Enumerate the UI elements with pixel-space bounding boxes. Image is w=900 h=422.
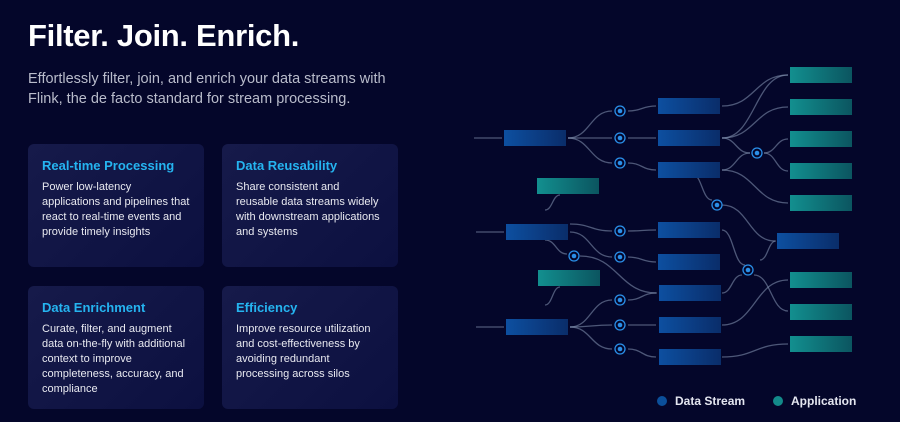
stream-link	[544, 239, 568, 255]
stream-link	[721, 74, 789, 107]
card-title: Real-time Processing	[42, 158, 175, 173]
stream-link	[569, 223, 613, 232]
stream-link	[567, 137, 613, 164]
stream-link	[627, 292, 657, 301]
operator-icon	[751, 147, 763, 159]
application-node	[790, 336, 852, 352]
stream-link	[569, 231, 613, 258]
legend-label: Application	[791, 394, 857, 408]
legend-application: Application	[773, 394, 856, 408]
data-stream-node	[504, 130, 566, 146]
stream-link	[721, 279, 789, 326]
stream-link	[721, 169, 789, 204]
stream-link	[753, 274, 789, 312]
stream-link	[721, 343, 789, 358]
data-stream-node	[659, 317, 721, 333]
card-body: Curate, filter, and augment data on-the-…	[42, 323, 186, 395]
operator-icon	[614, 132, 626, 144]
operator-icon	[742, 264, 754, 276]
stream-link	[569, 326, 613, 350]
data-stream-node	[777, 233, 839, 249]
data-stream-node	[659, 285, 721, 301]
operator-icon	[614, 343, 626, 355]
stream-link	[627, 162, 657, 171]
application-swatch	[773, 396, 783, 406]
stream-link	[627, 105, 657, 112]
stream-link	[567, 110, 613, 139]
operator-icon	[614, 105, 626, 117]
data-stream-node	[658, 222, 720, 238]
operator-icon	[614, 319, 626, 331]
operator-icon	[711, 199, 723, 211]
stream-link	[627, 229, 657, 232]
operator-icon	[614, 157, 626, 169]
stream-link	[544, 194, 561, 211]
data-stream-swatch	[657, 396, 667, 406]
stream-link	[763, 152, 789, 172]
data-stream-node	[506, 319, 568, 335]
stream-link	[721, 137, 751, 154]
application-node	[790, 131, 852, 147]
stream-link	[627, 256, 657, 263]
card-body: Power low-latency applications and pipel…	[42, 181, 190, 238]
operator-icon	[614, 294, 626, 306]
stream-link	[721, 106, 789, 139]
data-stream-node	[658, 162, 720, 178]
operator-icon	[614, 225, 626, 237]
application-node	[790, 99, 852, 115]
legend-label: Data Stream	[675, 394, 746, 408]
stream-link	[627, 348, 657, 358]
stream-link	[721, 274, 743, 294]
stream-link	[721, 74, 789, 139]
data-stream-node	[658, 98, 720, 114]
application-node	[790, 163, 852, 179]
stream-link	[721, 204, 776, 242]
card-body: Share consistent and reusable data strea…	[236, 181, 380, 238]
stream-link	[763, 138, 789, 154]
application-node	[790, 195, 852, 211]
data-stream-node	[506, 224, 568, 240]
operator-icon	[614, 251, 626, 263]
card-title: Data Enrichment	[42, 300, 146, 315]
application-node	[790, 272, 852, 288]
application-node	[538, 270, 600, 286]
page-title: Filter. Join. Enrich.	[28, 18, 300, 53]
application-node	[537, 178, 599, 194]
card-body: Improve resource utilization and cost-ef…	[236, 323, 371, 380]
card-title: Data Reusability	[236, 158, 338, 173]
stream-link	[569, 299, 613, 328]
stream-link	[544, 286, 561, 306]
card-title: Efficiency	[236, 300, 298, 315]
data-stream-node	[658, 130, 720, 146]
stream-link	[721, 229, 746, 266]
application-node	[790, 304, 852, 320]
stream-link	[579, 255, 658, 294]
stream-link	[759, 240, 777, 261]
page-subtitle: Effortlessly filter, join, and enrich yo…	[28, 71, 386, 107]
data-stream-node	[658, 254, 720, 270]
stream-diagram	[473, 67, 852, 365]
data-stream-node	[659, 349, 721, 365]
stream-link	[721, 152, 751, 171]
application-node	[790, 67, 852, 83]
operator-icon	[568, 250, 580, 262]
legend-data-stream: Data Stream	[657, 394, 745, 408]
